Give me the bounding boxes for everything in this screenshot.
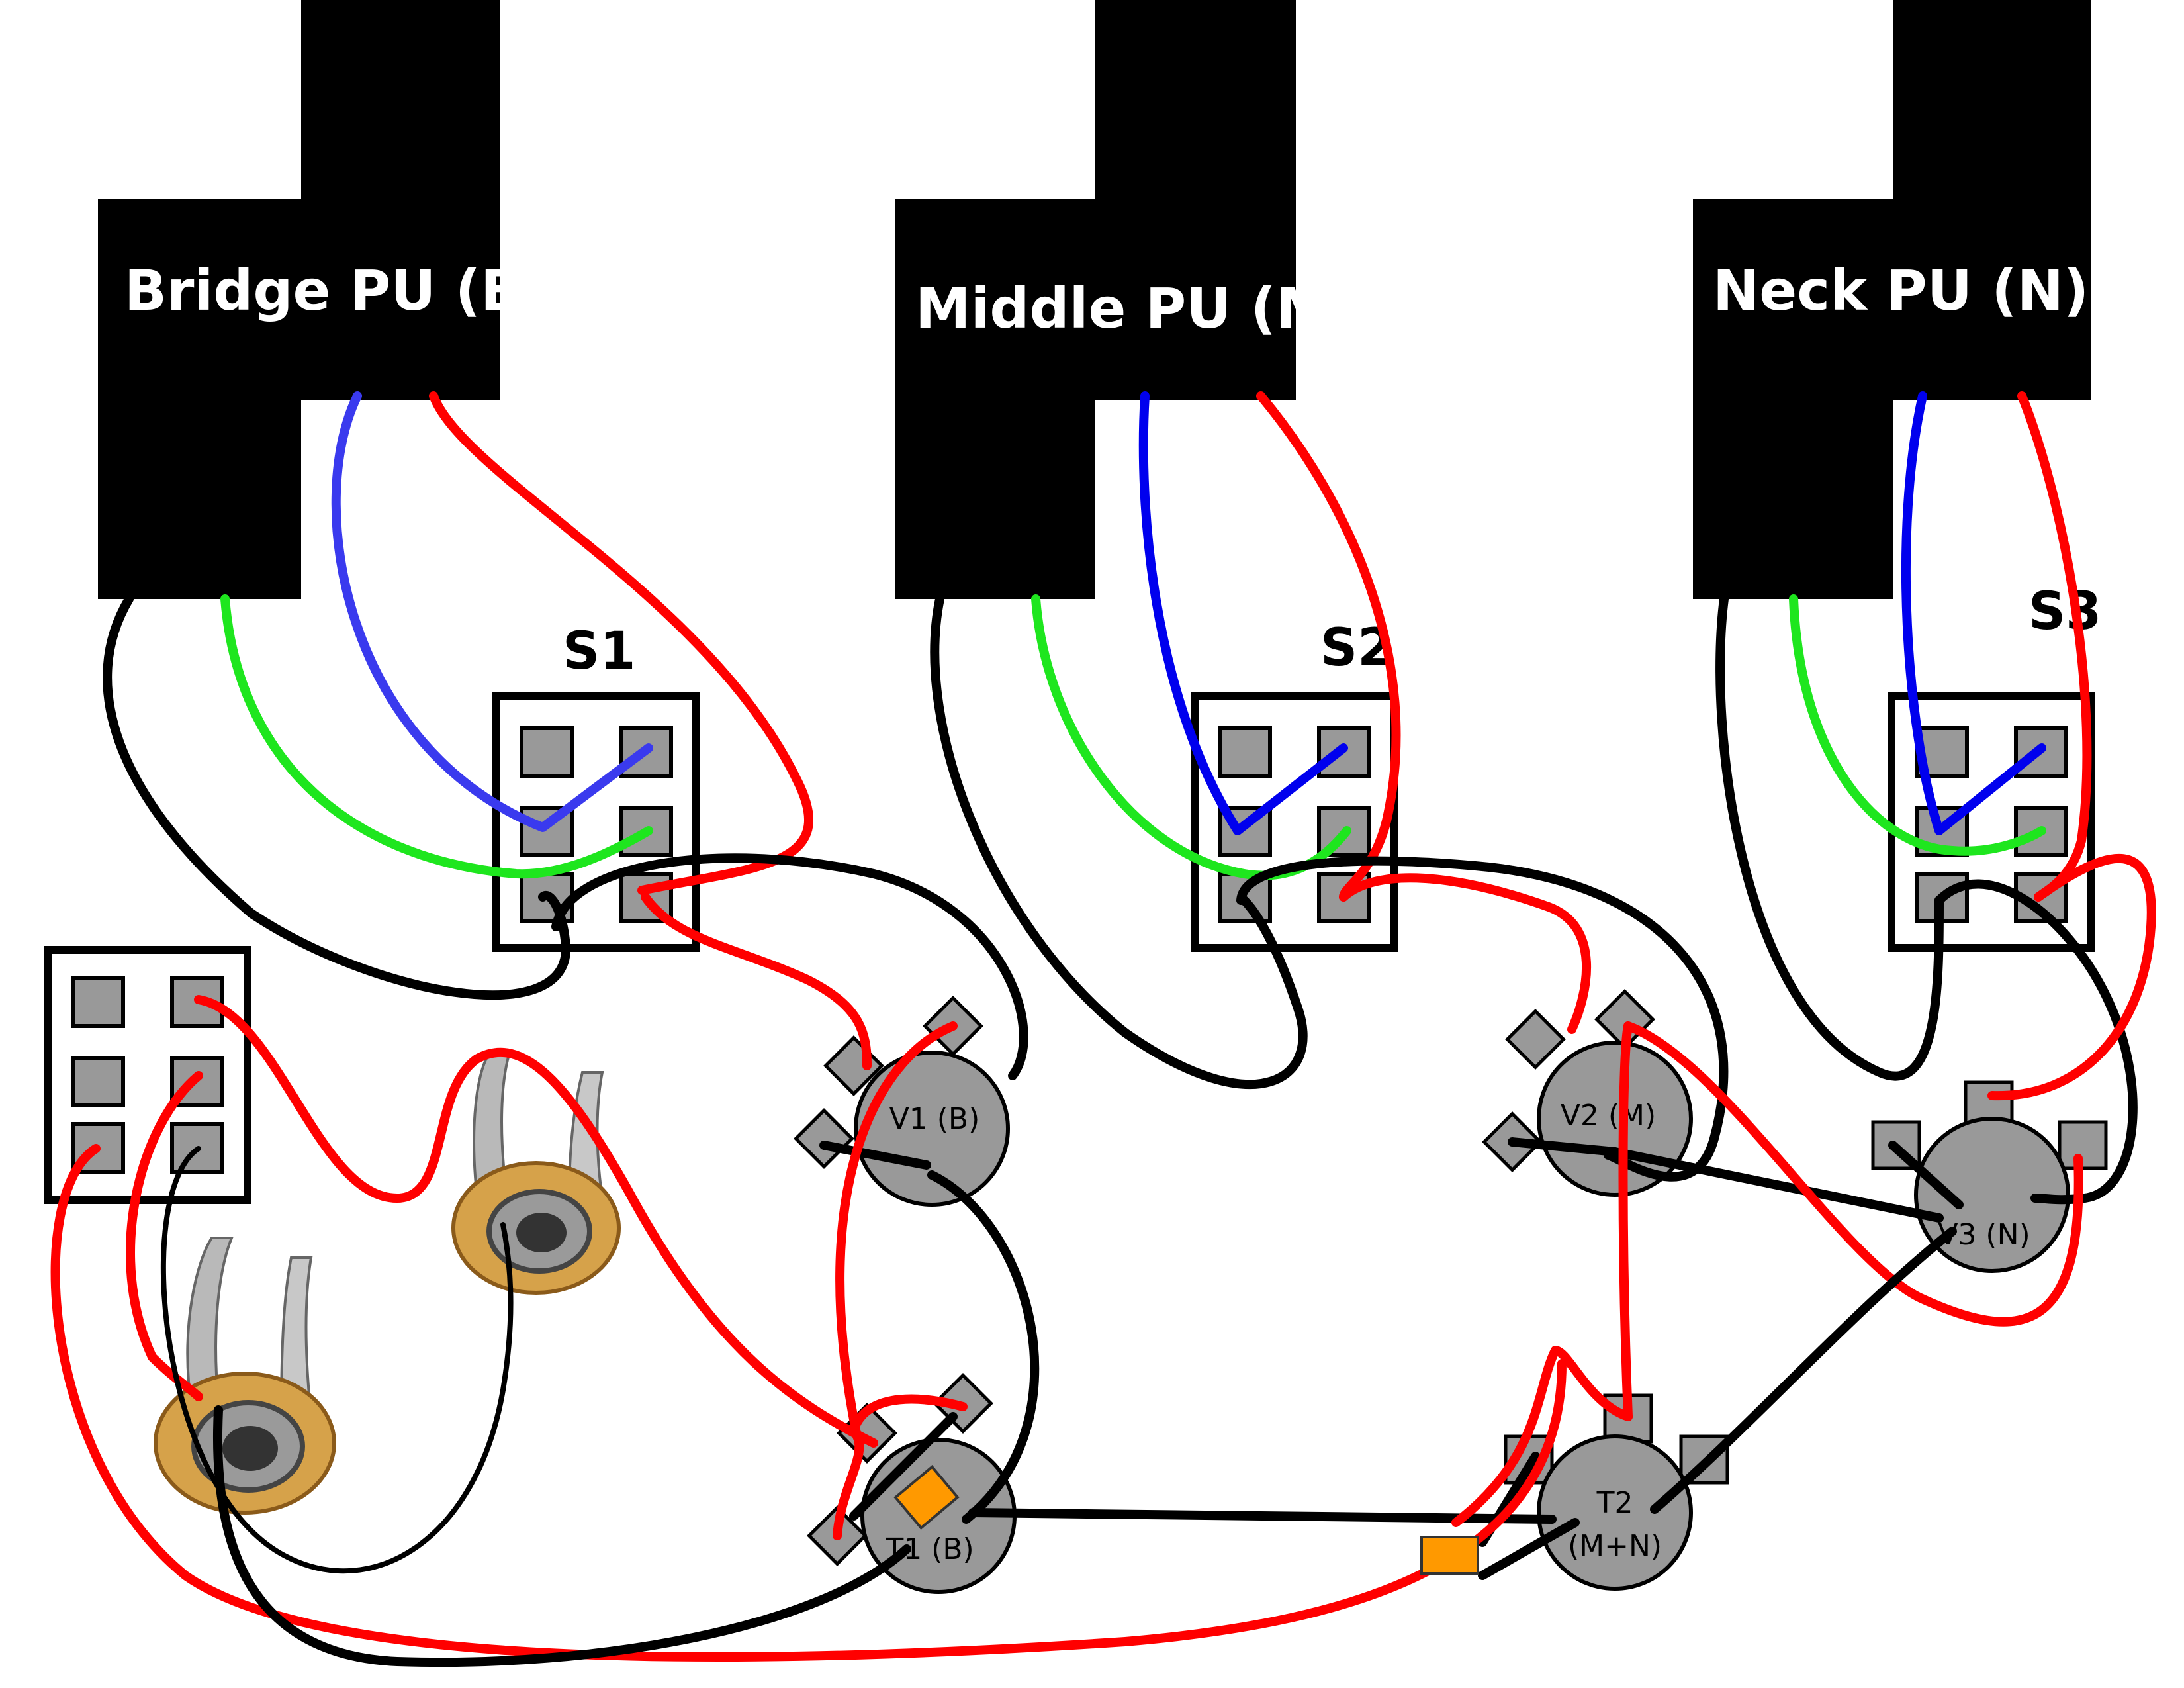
wire-s4-red-to-jack: [194, 995, 878, 1448]
wire-v2-red-to-v3: [1623, 1021, 2083, 1327]
pot-v1[interactable]: V1 (B): [794, 996, 1010, 1207]
wire-front-jack-ground: [212, 1405, 911, 1667]
pot-t2[interactable]: T2 (M+N): [1504, 1393, 1729, 1591]
wire-bridge-black: [103, 594, 571, 1000]
switch-s1-label: S1: [563, 622, 635, 681]
pot-t2-label: T2: [1596, 1486, 1633, 1520]
wire-bridge-blue: [331, 391, 653, 832]
pickup-bridge: Bridge PU (B): [98, 0, 549, 599]
wire-neck-black: [1715, 594, 1944, 1081]
wire-neck-blue: [1901, 391, 2046, 835]
wire-middle-red: [1256, 391, 1401, 902]
pot-v2-label: V2 (M): [1561, 1099, 1656, 1133]
wire-v2-ground: [1508, 1137, 1619, 1156]
wire-s4-black-to-jack: [160, 1146, 514, 1574]
wire-s2-black-to-v3: [1236, 856, 1729, 1182]
pickup-bridge-label: Bridge PU (B): [124, 258, 549, 323]
pickup-middle: Middle PU (M): [895, 0, 1357, 599]
wire-bridge-green: [220, 594, 653, 879]
wire-v1-red-to-t1: [833, 1021, 958, 1540]
wire-v2-to-v3-black: [1610, 1147, 1944, 1223]
wire-v2-red-to-t2: [1618, 1021, 1633, 1421]
wires: [50, 391, 2156, 1667]
wire-v3-ground: [1888, 1141, 1964, 1209]
pickup-middle-label: Middle PU (M): [915, 276, 1357, 341]
wire-neck-green: [1789, 594, 2046, 856]
wire-s1-red-to-v1: [641, 892, 872, 1070]
wire-t2-red-hook: [1451, 1346, 1633, 1527]
wire-t1-red-loop: [849, 1394, 968, 1434]
wire-v1-ground: [819, 1141, 931, 1170]
wire-middle-black: [930, 594, 1308, 1090]
capacitor-t2: [1420, 1536, 1479, 1575]
wire-t1-black-stub: [849, 1412, 958, 1521]
pickup-neck-label: Neck PU (N): [1713, 258, 2089, 323]
wire-v3-to-t2-black: [1650, 1227, 1957, 1514]
wire-middle-blue: [1138, 391, 1348, 835]
wire-bridge-red: [429, 391, 814, 895]
pot-t2-label-2: (M+N): [1568, 1529, 1662, 1563]
output-jack-back: [451, 1051, 621, 1295]
wire-s1-black-to-v1: [551, 853, 1028, 1080]
wire-s3-red-to-v3: [1987, 853, 2156, 1101]
pickup-neck: Neck PU (N): [1693, 0, 2091, 599]
wire-s2-red-to-v2: [1339, 873, 1591, 1034]
capacitor-t1: [893, 1465, 960, 1530]
pot-v1-label: V1 (B): [889, 1102, 980, 1136]
output-jack-front: [154, 1237, 336, 1515]
wire-v1-to-t1-black: [927, 1170, 1040, 1524]
switch-s3-label: S3: [2028, 582, 2101, 641]
